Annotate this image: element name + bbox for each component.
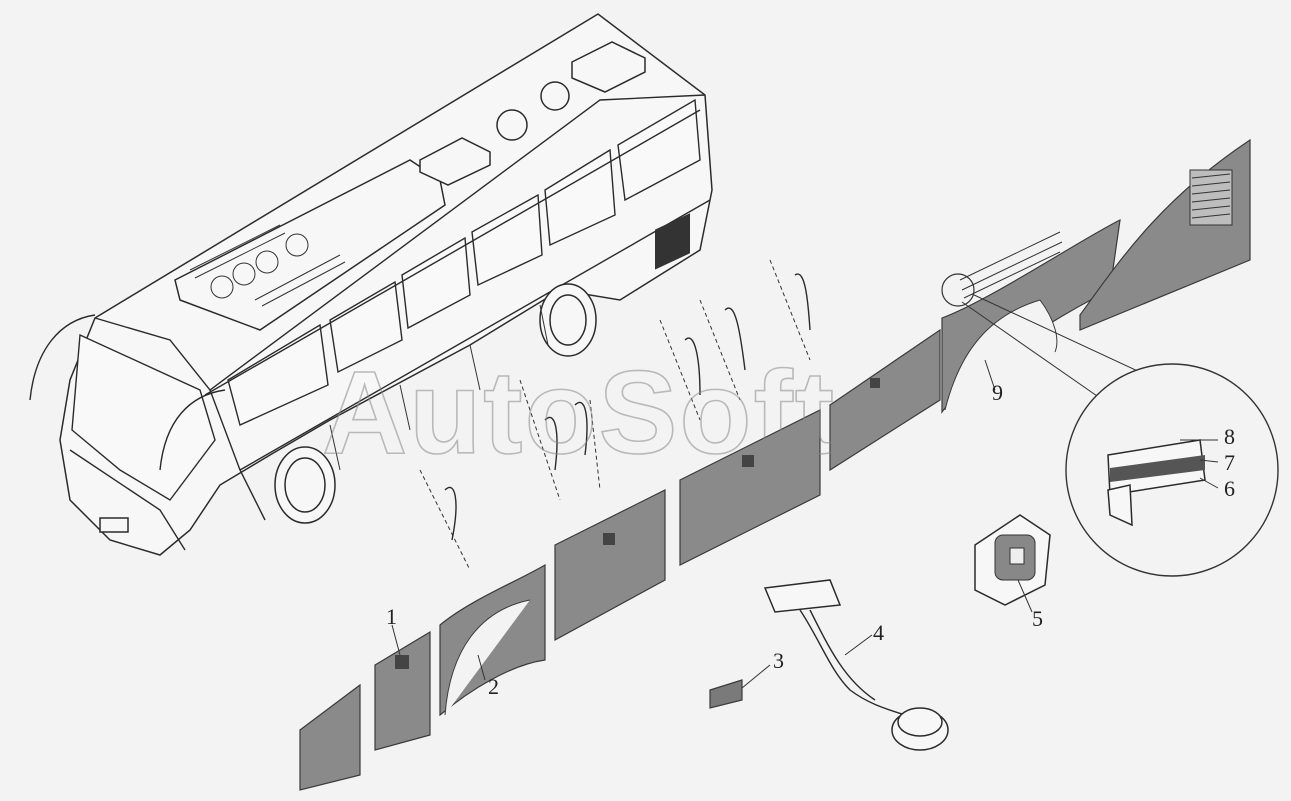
watermark: AutoSoft (322, 347, 836, 479)
panel-5 (829, 328, 941, 472)
detail-magnifier (941, 231, 1279, 577)
callout-8: 8 (1224, 424, 1235, 449)
mounting-brackets (419, 259, 811, 571)
callout-1: 1 (386, 604, 397, 629)
panel-front (299, 683, 361, 791)
roof-vent-2 (540, 81, 570, 111)
part-3-pad (709, 679, 743, 709)
callout-4: 4 (873, 620, 884, 645)
ac-vents (189, 224, 346, 307)
rear-grille (1189, 169, 1233, 226)
part-5-lamp (974, 514, 1051, 606)
callout-2: 2 (488, 674, 499, 699)
leader-lines (391, 359, 1033, 689)
callout-5: 5 (1032, 606, 1043, 631)
side-panels (299, 138, 1251, 791)
panel-3 (554, 489, 666, 642)
callout-9: 9 (992, 380, 1003, 405)
part-4-harness (763, 579, 949, 751)
callout-3: 3 (773, 648, 784, 673)
roof-hatch-front (419, 137, 491, 186)
bus-illustration (29, 13, 713, 556)
roof-vent-1 (496, 109, 528, 141)
callout-6: 6 (1224, 476, 1235, 501)
panel-4 (679, 409, 821, 566)
roof-hatch-rear (571, 41, 646, 93)
panel-1 (374, 630, 431, 751)
callout-7: 7 (1224, 450, 1235, 475)
